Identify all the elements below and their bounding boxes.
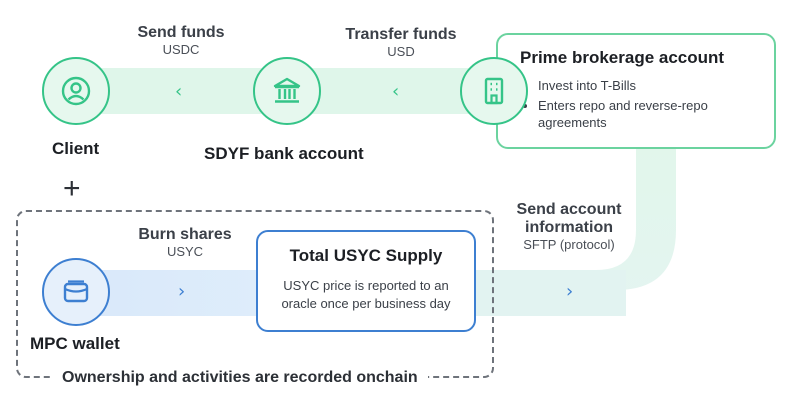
send-funds-title: Send funds: [137, 24, 225, 41]
chevron-left-icon: ‹: [392, 81, 399, 102]
mpc-wallet-node: [42, 258, 110, 326]
supply-description: USYC price is reported to an oracle once…: [281, 278, 451, 311]
usyc-supply-box: Total USYC Supply USYC price is reported…: [256, 230, 476, 332]
burn-shares-sub: USYC: [166, 244, 204, 259]
region-caption: Ownership and activities are recorded on…: [52, 369, 428, 387]
plus-sign: +: [63, 172, 81, 205]
send-info-title-2: information: [525, 219, 613, 236]
transfer-funds-sub: USD: [387, 44, 415, 59]
mpc-wallet-label: MPC wallet: [30, 334, 120, 353]
client-node: [42, 57, 110, 125]
prime-bullet: Invest into T-Bills: [538, 77, 758, 94]
send-info-band-lower: [476, 270, 626, 316]
building-icon: [484, 77, 504, 105]
send-funds-label: Send funds USDC: [121, 24, 241, 57]
prime-bullets: Invest into T-Bills Enters repo and reve…: [520, 77, 758, 131]
send-info-sub: SFTP (protocol): [523, 237, 615, 252]
user-icon: [61, 76, 91, 106]
transfer-funds-label: Transfer funds USD: [334, 26, 468, 59]
bank-icon: [273, 77, 301, 103]
send-info-label: Send account information SFTP (protocol): [506, 201, 632, 252]
bank-node: [253, 57, 321, 125]
burn-shares-title: Burn shares: [138, 226, 232, 243]
chevron-right-icon: ›: [566, 281, 573, 302]
prime-bullet: Enters repo and reverse-repo agreements: [538, 97, 758, 131]
prime-brokerage-box: Prime brokerage account Invest into T-Bi…: [496, 33, 776, 149]
bank-label: SDYF bank account: [204, 144, 364, 163]
chevron-right-icon: ›: [178, 281, 185, 302]
send-funds-sub: USDC: [162, 42, 200, 57]
burn-shares-label: Burn shares USYC: [125, 226, 245, 259]
wallet-icon: [63, 280, 89, 303]
prime-title: Prime brokerage account: [520, 48, 725, 67]
prime-node: [460, 57, 528, 125]
client-label: Client: [52, 139, 100, 158]
supply-title: Total USYC Supply: [289, 246, 443, 265]
send-info-title-1: Send account: [516, 201, 622, 218]
transfer-funds-title: Transfer funds: [345, 26, 457, 43]
chevron-left-icon: ‹: [175, 81, 182, 102]
